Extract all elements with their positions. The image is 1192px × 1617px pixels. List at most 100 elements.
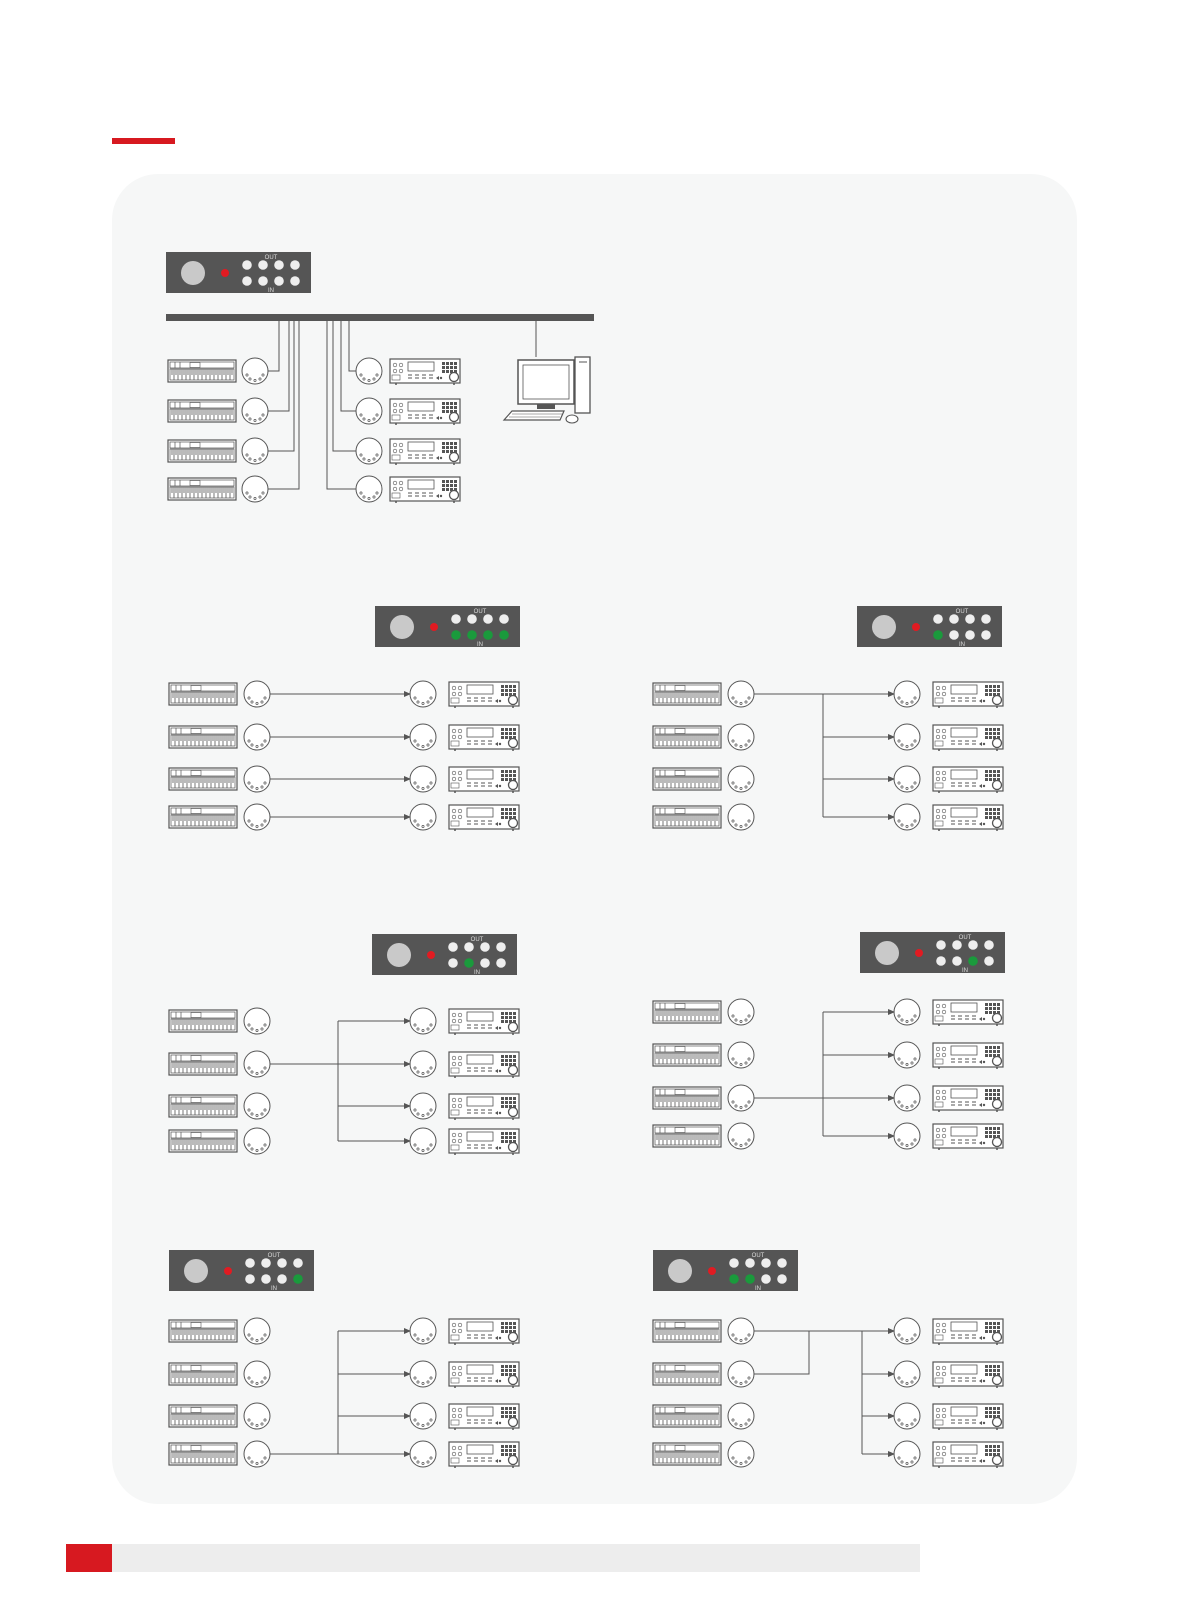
- midi-keyboard-icon: [169, 1095, 237, 1117]
- sound-module-icon: [933, 1043, 1003, 1069]
- interface-in-label: IN: [477, 642, 483, 648]
- sound-module-icon: [449, 1404, 519, 1430]
- din-connector-icon: [356, 476, 382, 502]
- din-connector-icon: [728, 766, 754, 792]
- midi-keyboard-icon: [653, 1443, 721, 1465]
- sound-module-icon: [933, 1086, 1003, 1112]
- sound-module-icon: [390, 477, 460, 503]
- din-connector-icon: [410, 1361, 436, 1387]
- interface-in-label: IN: [755, 1286, 761, 1292]
- din-connector-icon: [244, 766, 270, 792]
- din-connector-icon: [244, 724, 270, 750]
- midi-interface-icon: OUT IN: [857, 606, 1002, 648]
- midi-keyboard-icon: [168, 360, 236, 382]
- din-connector-icon: [242, 398, 268, 424]
- sound-module-icon: [390, 399, 460, 425]
- midi-keyboard-icon: [168, 478, 236, 500]
- sound-module-icon: [449, 725, 519, 751]
- din-connector-icon: [728, 1441, 754, 1467]
- midi-keyboard-icon: [169, 1363, 237, 1385]
- sound-module-icon: [933, 767, 1003, 793]
- midi-keyboard-icon: [653, 1087, 721, 1109]
- din-connector-icon: [410, 1008, 436, 1034]
- midi-keyboard-icon: [169, 768, 237, 790]
- din-connector-icon: [894, 1318, 920, 1344]
- din-connector-icon: [244, 1318, 270, 1344]
- midi-keyboard-icon: [169, 1443, 237, 1465]
- din-connector-icon: [894, 1085, 920, 1111]
- sound-module-icon: [449, 767, 519, 793]
- din-connector-icon: [728, 1318, 754, 1344]
- sound-module-icon: [933, 1442, 1003, 1468]
- din-connector-icon: [356, 398, 382, 424]
- interface-in-label: IN: [271, 1286, 277, 1292]
- din-connector-icon: [244, 1128, 270, 1154]
- din-connector-icon: [242, 438, 268, 464]
- interface-out-label: OUT: [471, 937, 484, 943]
- interface-in-label: IN: [474, 970, 480, 976]
- interface-out-label: OUT: [474, 609, 487, 615]
- sound-module-icon: [390, 439, 460, 465]
- sound-module-icon: [390, 359, 460, 385]
- din-connector-icon: [410, 766, 436, 792]
- midi-cable-line: [349, 321, 356, 371]
- din-connector-icon: [410, 1128, 436, 1154]
- din-connector-icon: [894, 999, 920, 1025]
- midi-cable-line: [268, 321, 279, 371]
- footer-bar: [112, 1544, 920, 1572]
- din-connector-icon: [244, 1008, 270, 1034]
- sound-module-icon: [449, 1442, 519, 1468]
- sound-module-icon: [449, 1362, 519, 1388]
- midi-keyboard-icon: [169, 683, 237, 705]
- sound-module-icon: [933, 1124, 1003, 1150]
- midi-keyboard-icon: [169, 1010, 237, 1032]
- midi-bus-bar: [166, 314, 594, 321]
- din-connector-icon: [410, 724, 436, 750]
- din-connector-icon: [244, 1093, 270, 1119]
- din-connector-icon: [244, 804, 270, 830]
- din-connector-icon: [728, 681, 754, 707]
- interface-out-label: OUT: [752, 1253, 765, 1259]
- computer-icon: [504, 357, 590, 423]
- sound-module-icon: [933, 1319, 1003, 1345]
- midi-keyboard-icon: [653, 726, 721, 748]
- midi-keyboard-icon: [653, 768, 721, 790]
- din-connector-icon: [728, 1361, 754, 1387]
- din-connector-icon: [728, 1403, 754, 1429]
- sound-module-icon: [933, 682, 1003, 708]
- midi-cable-line: [754, 1331, 809, 1374]
- din-connector-icon: [728, 1123, 754, 1149]
- interface-in-label: IN: [959, 642, 965, 648]
- din-connector-icon: [410, 1318, 436, 1344]
- midi-keyboard-icon: [653, 683, 721, 705]
- midi-interface-icon: OUT IN: [653, 1250, 798, 1292]
- din-connector-icon: [894, 804, 920, 830]
- din-connector-icon: [728, 1042, 754, 1068]
- din-connector-icon: [894, 681, 920, 707]
- midi-keyboard-icon: [169, 1405, 237, 1427]
- sound-module-icon: [449, 1319, 519, 1345]
- midi-cable-line: [333, 321, 356, 451]
- din-connector-icon: [356, 358, 382, 384]
- din-connector-icon: [244, 1361, 270, 1387]
- midi-keyboard-icon: [653, 1044, 721, 1066]
- interface-out-label: OUT: [956, 609, 969, 615]
- sound-module-icon: [449, 805, 519, 831]
- midi-keyboard-icon: [169, 1320, 237, 1342]
- sound-module-icon: [449, 682, 519, 708]
- midi-interface-icon: OUT IN: [372, 934, 517, 976]
- sound-module-icon: [449, 1052, 519, 1078]
- midi-cable-line: [268, 321, 294, 451]
- midi-keyboard-icon: [169, 806, 237, 828]
- din-connector-icon: [244, 681, 270, 707]
- din-connector-icon: [244, 1051, 270, 1077]
- footer-accent-block: [66, 1544, 112, 1572]
- din-connector-icon: [894, 724, 920, 750]
- midi-interface-icon: OUT IN: [375, 606, 520, 648]
- sound-module-icon: [449, 1094, 519, 1120]
- din-connector-icon: [894, 766, 920, 792]
- midi-keyboard-icon: [168, 440, 236, 462]
